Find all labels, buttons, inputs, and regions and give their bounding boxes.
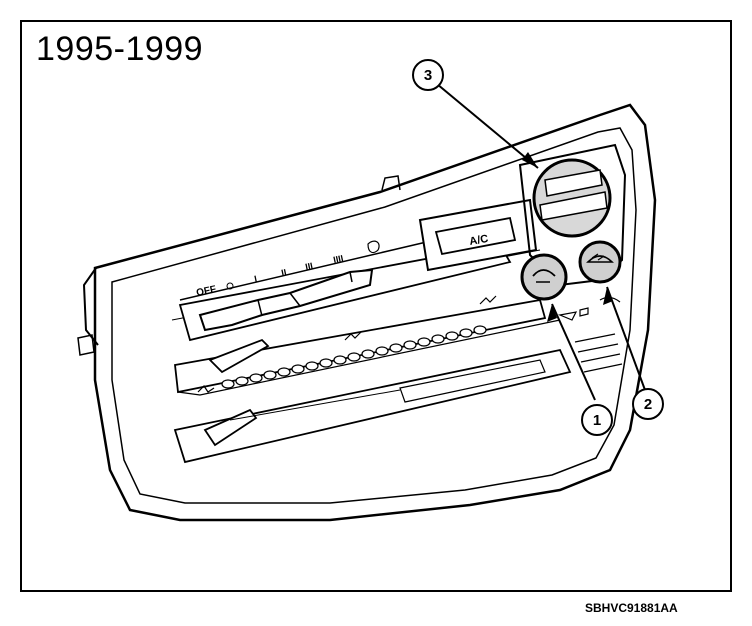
callout-3: 3 xyxy=(412,59,444,91)
panel-inner-rim xyxy=(111,127,637,504)
fan-off-dot xyxy=(226,282,234,290)
airflow-icon-left xyxy=(197,385,215,393)
year-range-title: 1995-1999 xyxy=(36,30,204,68)
callout-2-number: 2 xyxy=(644,396,652,413)
mode-lever xyxy=(203,408,258,447)
fan-speed-4-label: IIII xyxy=(332,253,344,265)
fan-speed-3-label: III xyxy=(304,261,313,272)
recirculation-button xyxy=(520,253,568,301)
ac-button-label: A/C xyxy=(468,233,489,248)
temperature-scale-circles xyxy=(221,325,487,389)
leader-line-3 xyxy=(436,83,539,169)
callout-2: 2 xyxy=(632,388,664,420)
figure-code: SBHVC91881AA xyxy=(585,601,678,615)
temperature-slot xyxy=(174,298,547,394)
callout-1-number: 1 xyxy=(593,412,601,429)
callout-3-number: 3 xyxy=(424,67,432,84)
temperature-lever xyxy=(208,338,270,374)
fan-speed-1-label: I xyxy=(253,274,258,284)
fan-off-label: OFF xyxy=(195,284,217,299)
fan-icon xyxy=(367,240,380,254)
fan-speed-2-label: II xyxy=(280,267,287,278)
mode-slot xyxy=(173,348,572,464)
ac-button xyxy=(434,216,517,256)
airflow-icon-right xyxy=(479,295,497,305)
airflow-icon-small xyxy=(344,331,362,341)
leader-line-2 xyxy=(606,286,646,391)
fan-lever xyxy=(198,268,374,332)
leader-line-1 xyxy=(551,303,596,401)
figure-frame xyxy=(20,20,732,592)
callout-1: 1 xyxy=(581,404,613,436)
